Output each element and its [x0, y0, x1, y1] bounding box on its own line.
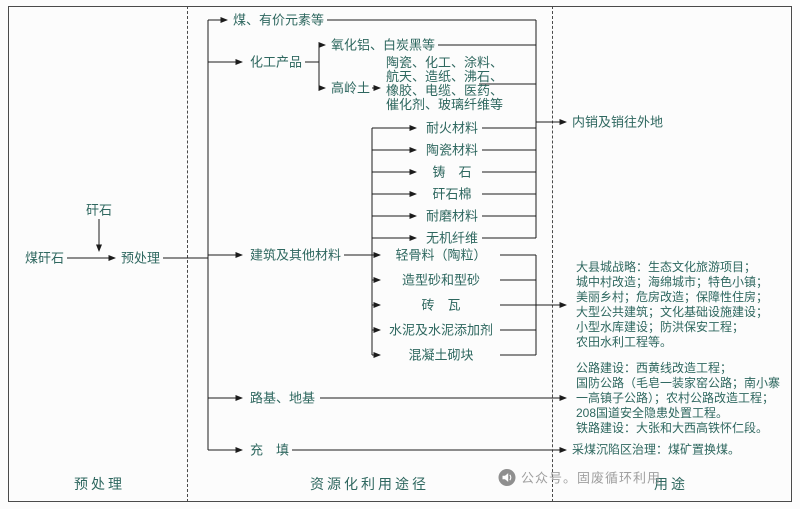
node-building-materials: 建筑及其他材料 [250, 247, 342, 263]
node-refractory-material: 耐火材料 [425, 120, 478, 136]
footer-label-pathways: 资源化利用途径 [310, 476, 429, 492]
megaphone-icon [498, 468, 516, 486]
node-gangue-wool: 矸石棉 [432, 186, 472, 202]
node-gangue: 矸石 [86, 202, 113, 218]
node-molding-sand: 造型砂和型砂 [401, 272, 480, 288]
paragraph-road-rail-uses: 公路建设：西黄线改造工程； 国防公路（毛皂一装家窑公路；南小寨 一高镇子公路）；… [576, 361, 780, 436]
node-pretreatment: 预处理 [121, 250, 161, 266]
node-lightweight-aggregate: 轻骨料（陶粒） [395, 247, 487, 263]
paragraph-construction-uses: 大县城战略：生态文化旅游项目； 城中村改造；海绵城市；特色小镇； 美丽乡村；危房… [576, 260, 768, 350]
node-domestic-sales: 内销及销往外地 [572, 114, 664, 130]
footer-label-pretreatment: 预处理 [74, 476, 125, 492]
construction-uses-line: 大县城战略：生态文化旅游项目； [576, 260, 757, 274]
node-inorganic-fiber: 无机纤维 [425, 230, 478, 246]
node-alumina: 氧化铝、白炭黑等 [331, 37, 436, 53]
right-section-divider [552, 6, 553, 502]
left-section-divider [187, 6, 188, 502]
node-brick-tile: 砖 瓦 [421, 297, 461, 313]
watermark: 公众号。固废循环利用 [498, 468, 661, 487]
node-kaolin-products: 陶瓷、化工、涂料、 航天、造纸、沸石、 橡胶、电缆、医药、 催化剂、玻璃纤维等 [386, 56, 503, 112]
footer-label-uses: 用途 [654, 476, 688, 492]
node-cement-additives: 水泥及水泥添加剂 [388, 322, 493, 338]
node-chemical-products: 化工产品 [250, 54, 303, 70]
kaolin-products-line: 催化剂、玻璃纤维等 [386, 97, 504, 112]
kaolin-products-line: 橡胶、电缆、医药、 [386, 83, 504, 98]
node-roadbed-foundation: 路基、地基 [250, 390, 316, 406]
road-rail-uses-line: 一高镇子公路）；农村公路改造工程； [576, 391, 775, 405]
construction-uses-line: 农田水利工程等。 [576, 335, 673, 349]
node-cast-stone: 铸 石 [432, 164, 472, 180]
construction-uses-line: 小型水库建设；防洪保安工程； [576, 320, 745, 334]
road-rail-uses-line: 公路建设：西黄线改造工程； [576, 361, 733, 375]
kaolin-products-line: 陶瓷、化工、涂料、 [386, 55, 504, 70]
road-rail-uses-line: 铁路建设：大张和大西高铁怀仁段。 [576, 421, 769, 435]
node-coal-gangue: 煤矸石 [25, 250, 65, 266]
kaolin-products-line: 航天、造纸、沸石、 [386, 69, 504, 84]
construction-uses-line: 美丽乡村；危房改造；保障性住房； [576, 290, 769, 304]
road-rail-uses-line: 国防公路（毛皂一装家窑公路；南小寨 [576, 376, 781, 390]
node-filling: 充 填 [250, 442, 290, 458]
node-ceramic-material: 陶瓷材料 [425, 142, 478, 158]
paragraph-mining-treatment: 采煤沉陷区治理：煤矿置换煤。 [572, 442, 741, 457]
node-coal-elements: 煤、有价元素等 [233, 12, 325, 28]
construction-uses-line: 大型公共建筑；文化基础设施建设； [576, 305, 769, 319]
construction-uses-line: 城中村改造；海绵城市；特色小镇； [576, 275, 769, 289]
node-kaolin: 高岭土 [331, 80, 371, 96]
road-rail-uses-line: 208国道安全隐患处置工程。 [576, 406, 729, 420]
watermark-text: 公众号。固废循环利用 [521, 470, 662, 486]
outer-frame [8, 6, 792, 502]
node-wear-resistant-material: 耐磨材料 [425, 208, 478, 224]
node-concrete-block: 混凝土砌块 [408, 347, 474, 363]
